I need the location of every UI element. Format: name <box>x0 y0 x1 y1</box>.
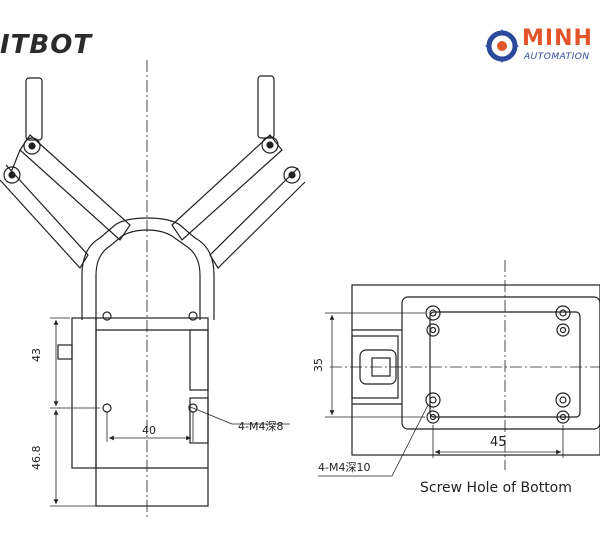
automation-logo-text: AUTOMATION <box>524 52 590 62</box>
left-pivot-lower <box>3 166 21 184</box>
label-35: 35 <box>312 358 325 372</box>
side-window <box>189 329 209 391</box>
front-view <box>0 60 306 520</box>
minh-logo-text: MINH <box>522 26 593 51</box>
label-40: 40 <box>142 424 156 437</box>
side-block <box>351 335 399 399</box>
left-finger-tip <box>25 77 43 141</box>
finger-guard-outer <box>81 217 215 320</box>
right-finger-tip <box>257 75 275 139</box>
label-43: 43 <box>30 348 43 362</box>
right-lower-arm <box>209 167 306 269</box>
hole-bl <box>102 403 112 413</box>
itbot-logo: ITBOT <box>0 30 93 60</box>
bottom-plate-outer <box>401 296 600 430</box>
side-plate <box>71 317 97 469</box>
left-upper-arm <box>19 134 131 241</box>
bottom-view <box>318 260 600 477</box>
bottom-plate-inner <box>429 311 581 418</box>
finger-guard-inner <box>95 229 201 320</box>
label-45: 45 <box>490 435 507 450</box>
hole-tr <box>188 311 198 321</box>
right-pivot-lower <box>283 166 301 184</box>
bottom-view-caption: Screw Hole of Bottom <box>420 480 572 496</box>
right-upper-arm <box>171 134 283 241</box>
left-lower-arm <box>0 164 89 269</box>
label-front-thread: 4-M4深8 <box>238 420 283 433</box>
left-pivot-upper <box>23 137 41 155</box>
right-pivot-upper <box>261 136 279 154</box>
hole-tl <box>102 311 112 321</box>
label-46-8: 46.8 <box>30 446 43 471</box>
shaft-stub <box>57 344 73 360</box>
minh-automation-gear-icon <box>485 29 519 63</box>
label-bottom-thread: 4-M4深10 <box>318 461 370 474</box>
leader-front-thread <box>187 405 233 425</box>
leader-bottom-thread <box>391 404 429 477</box>
